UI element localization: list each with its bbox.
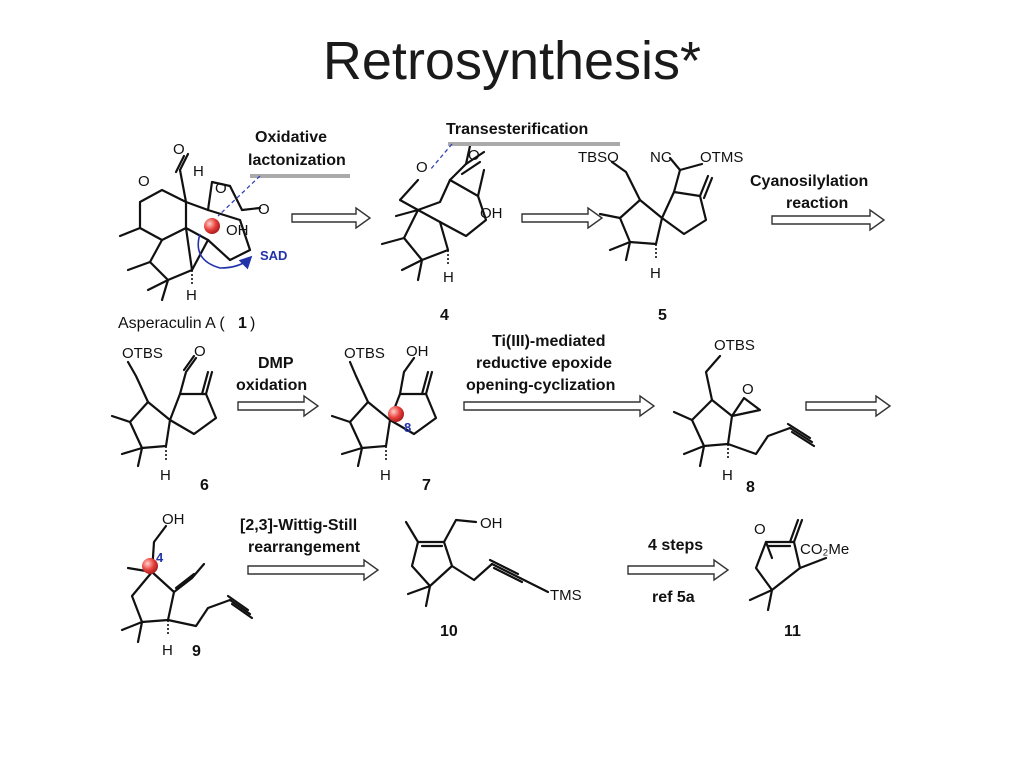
c11-co2me: CO₂Me [800, 541, 849, 558]
compound-4: O O OH H [380, 144, 503, 286]
compound-8: OTBS O H [672, 337, 816, 484]
transesterification-label: Transesterification [446, 121, 588, 138]
c10-tms: TMS [550, 587, 582, 604]
ti-label-line1: Ti(III)-mediated [492, 333, 606, 350]
c5-nc: NC [650, 149, 672, 166]
c1-o-top: O [173, 141, 185, 158]
compound-1-name: Asperaculin A ( [118, 315, 225, 332]
steps-label: 4 steps [648, 537, 703, 554]
retro-arrow-1 [291, 206, 372, 230]
cyanosilylation-label: Cyanosilylation [750, 173, 868, 190]
wittig-label-line2: rearrangement [248, 539, 361, 556]
ti-label-line3: opening-cyclization [466, 377, 615, 394]
compound-5: TBSO NC OTMS H [578, 149, 743, 282]
c8-h: H [722, 467, 733, 484]
compound-7-number: 7 [422, 477, 431, 494]
compound-1-close: ) [250, 315, 255, 332]
ti-label-line2: reductive epoxide [476, 355, 612, 372]
compound-9-number: 9 [192, 643, 201, 660]
c4-oh: OH [480, 205, 503, 222]
compound-6-number: 6 [200, 477, 209, 494]
c5-h: H [650, 265, 661, 282]
reaction-label: reaction [786, 195, 848, 212]
retro-arrow-7 [247, 558, 380, 582]
c1-h-top: H [193, 163, 204, 180]
c6-o: O [194, 343, 206, 360]
c8-otbs: OTBS [714, 337, 755, 354]
c1-o-left: O [138, 173, 150, 190]
wittig-label-line1: [2,3]-Wittig-Still [240, 517, 357, 534]
c6-otbs: OTBS [122, 345, 163, 362]
lactonization-label: lactonization [248, 152, 346, 169]
c7-h: H [380, 467, 391, 484]
c1-o-carbonyl: O [258, 201, 270, 218]
compound-5-number: 5 [658, 307, 667, 324]
compound-1: O O H O O OH H SAD [118, 141, 287, 304]
retro-arrow-6 [805, 394, 892, 418]
c9-h: H [162, 642, 173, 659]
c7-otbs: OTBS [344, 345, 385, 362]
compound-7: 8 OTBS OH H [330, 343, 438, 484]
oxidative-label: Oxidative [255, 129, 327, 146]
sad-label: SAD [260, 248, 287, 263]
retro-arrow-8 [627, 558, 730, 582]
compound-11: O CO₂Me [748, 518, 849, 612]
c4-h: H [443, 269, 454, 286]
retro-arrow-5 [463, 394, 656, 418]
retro-arrow-2 [521, 206, 604, 230]
c6-h: H [160, 467, 171, 484]
compound-10-number: 10 [440, 623, 458, 640]
compound-10: OH TMS [404, 515, 582, 608]
c11-o: O [754, 521, 766, 538]
compound-11-number: 11 [784, 623, 801, 640]
compound-6: OTBS O H [110, 343, 218, 484]
retro-arrow-3 [771, 208, 886, 232]
retro-arrow-4 [237, 394, 320, 418]
c5-tbso: TBSO [578, 149, 619, 166]
transesterification-pointer [429, 143, 453, 171]
c5-otms: OTMS [700, 149, 743, 166]
compound-8-number: 8 [746, 479, 755, 496]
ref-label: ref 5a [652, 589, 695, 606]
c7-oh: OH [406, 343, 429, 360]
dmp-label: DMP [258, 355, 294, 372]
retrosynthesis-scheme: O O H O O OH H SAD Asperaculin A ( 1 ) O… [110, 121, 892, 660]
compound-1-number: 1 [238, 315, 247, 332]
c1-o-ring: O [215, 180, 227, 197]
c10-oh: OH [480, 515, 503, 532]
c1-h-bottom: H [186, 287, 197, 304]
c8-o-epoxide: O [742, 381, 754, 398]
c7-position-8: 8 [404, 420, 411, 435]
slide-title: Retrosynthesis* [322, 31, 702, 91]
c4-o-ring: O [416, 159, 428, 176]
c9-position-4: 4 [156, 550, 164, 565]
compound-9: 4 OH H [120, 511, 254, 659]
c9-oh: OH [162, 511, 185, 528]
compound-4-number: 4 [440, 307, 449, 324]
oxidation-label: oxidation [236, 377, 307, 394]
c4-o-carbonyl: O [468, 147, 480, 164]
oxidative-pointer [217, 175, 261, 217]
c1-oh: OH [226, 222, 249, 239]
